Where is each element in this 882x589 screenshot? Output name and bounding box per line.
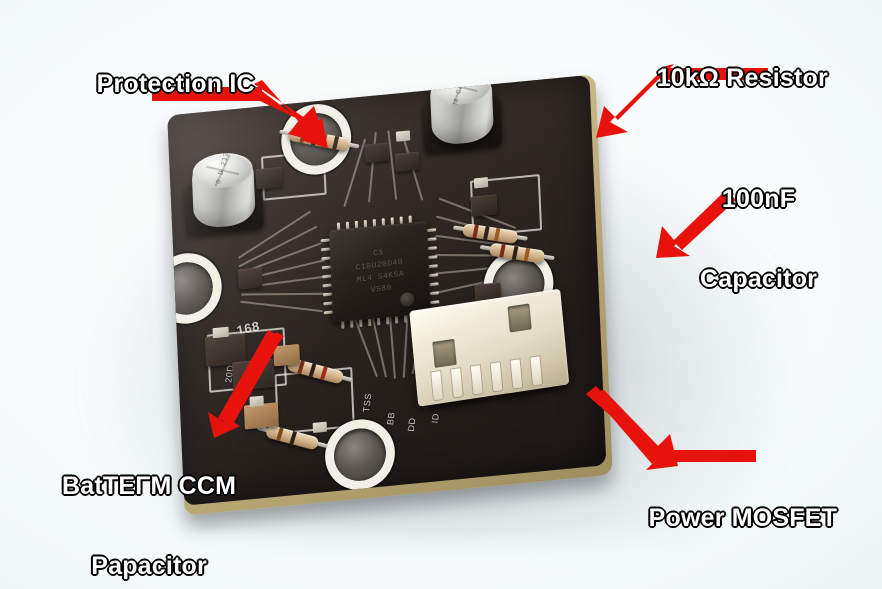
arrow-100nf-capacitor [630,188,740,262]
label-100nf-capacitor: 100nF Capacitor [699,133,818,345]
label-protection-ic-text: Protection IC [95,69,255,98]
ic-marking: C1 C10U20D40 ML4 S4KSA VS80 [328,220,433,324]
label-battery-line-1: BatTEΓM CCM [61,472,237,500]
smd-component-mid-left [237,267,263,290]
solder-pad-c [312,421,327,434]
ic-marking-line-4: VS80 [370,283,393,296]
solder-pad-e [395,130,411,142]
smd-component-top-c [394,151,420,172]
label-battery-line-2: Papacitor [90,551,208,580]
silkscreen-id: ID [429,412,441,424]
smd-component-right-a [470,194,498,217]
arrow-battery-capacitor [198,330,298,440]
arrow-protection-ic [150,78,370,148]
connector-latch-right [507,303,532,333]
label-battery-capacitor: BatTEΓM CCM Papacitor [61,420,237,589]
solder-pad-d [473,177,489,189]
label-protection-ic: Protection IC [68,44,255,124]
label-10k-resistor-text: 10kΩ Resistor [655,63,829,92]
label-power-mosfet: Power MOSFET [620,478,838,558]
label-10k-resistor: 10kΩ Resistor [628,38,829,118]
smd-component-top-a [255,166,283,190]
label-100nf-line-2: Capacitor [699,264,818,293]
label-power-mosfet-text: Power MOSFET [647,503,838,532]
silkscreen-dd: DD [405,417,418,432]
silkscreen-bb: BB [385,411,397,426]
arrow-power-mosfet [560,386,760,482]
ic-package-body: C1 C10U20D40 ML4 S4KSA VS80 [328,220,433,324]
arrow-10k-resistor [590,62,770,142]
label-100nf-line-1: 100nF [721,185,796,213]
connector-latch-left [432,338,457,368]
